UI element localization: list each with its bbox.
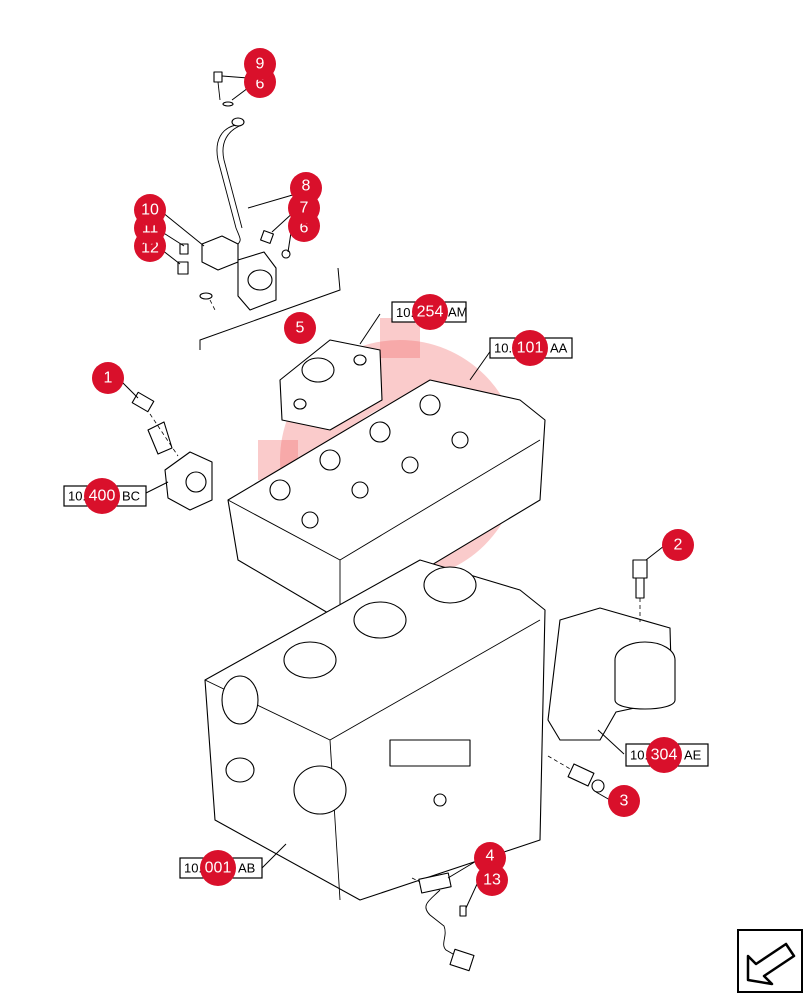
svg-text:101: 101 xyxy=(517,340,544,357)
svg-text:AM: AM xyxy=(448,305,468,320)
svg-text:13: 13 xyxy=(483,872,501,889)
callout-10[interactable]: 10 xyxy=(134,194,166,226)
svg-text:10: 10 xyxy=(141,202,159,219)
svg-text:AB: AB xyxy=(238,861,255,876)
svg-text:12: 12 xyxy=(141,240,159,257)
svg-text:AA: AA xyxy=(550,341,568,356)
svg-text:400: 400 xyxy=(89,488,116,505)
svg-text:AE: AE xyxy=(684,748,702,763)
callout-2[interactable]: 2 xyxy=(662,529,694,561)
callout-5[interactable]: 5 xyxy=(284,312,316,344)
callout-9[interactable]: 9 xyxy=(244,48,276,80)
next-page-arrow-icon[interactable] xyxy=(737,929,803,993)
ref-10-400-bc[interactable]: 10. 400 BC xyxy=(63,478,147,514)
ref-10-001-ab[interactable]: 10. 001 AB xyxy=(179,850,263,886)
speed-sensor-harness xyxy=(411,872,475,972)
svg-text:4: 4 xyxy=(486,848,495,865)
svg-text:8: 8 xyxy=(302,178,311,195)
svg-text:10.: 10. xyxy=(396,305,414,320)
svg-text:3: 3 xyxy=(620,793,629,810)
svg-text:1: 1 xyxy=(104,370,113,387)
svg-text:10.: 10. xyxy=(68,489,86,504)
svg-text:2: 2 xyxy=(674,537,683,554)
svg-text:10.: 10. xyxy=(184,861,202,876)
svg-text:304: 304 xyxy=(651,747,678,764)
engine-block xyxy=(204,559,546,901)
svg-text:001: 001 xyxy=(205,860,232,877)
ref-10-101-aa[interactable]: 10. 101 AA xyxy=(489,330,573,366)
svg-text:BC: BC xyxy=(122,489,140,504)
ref-10-304-ae[interactable]: 10. 304 AE xyxy=(625,737,709,773)
coolant-flange xyxy=(131,391,213,511)
callout-1[interactable]: 1 xyxy=(92,362,124,394)
ref-10-254-am[interactable]: 10. 254 AM xyxy=(391,294,468,330)
svg-text:9: 9 xyxy=(256,56,265,73)
thermostat-housing xyxy=(279,339,383,431)
svg-text:6: 6 xyxy=(300,220,309,237)
svg-text:254: 254 xyxy=(417,304,444,321)
oil-filter-assembly xyxy=(547,559,676,741)
callout-7[interactable]: 7 xyxy=(288,192,320,224)
svg-text:6: 6 xyxy=(256,76,265,93)
svg-text:10.: 10. xyxy=(630,748,648,763)
cylinder-head xyxy=(227,379,546,621)
callout-13[interactable]: 13 xyxy=(476,864,508,896)
svg-text:5: 5 xyxy=(296,320,305,337)
svg-text:7: 7 xyxy=(300,200,309,217)
callout-3[interactable]: 3 xyxy=(608,785,640,817)
pressure-sensor xyxy=(547,755,605,793)
svg-text:10.: 10. xyxy=(494,341,512,356)
pipe-assembly xyxy=(177,71,341,350)
